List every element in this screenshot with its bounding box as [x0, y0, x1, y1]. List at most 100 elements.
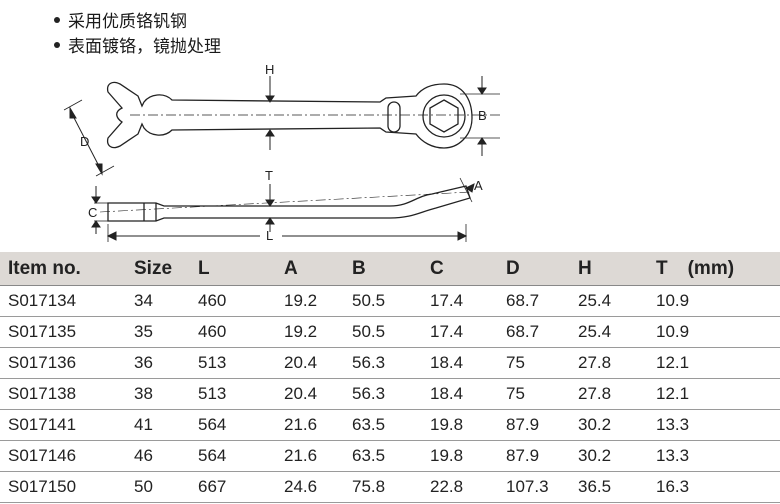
feature-list: 采用优质铬钒钢 表面镀铬，镜抛处理 — [54, 10, 221, 60]
label-d: D — [80, 134, 89, 149]
cell-c: 17.4 — [430, 316, 506, 348]
cell-d: 87.9 — [506, 409, 578, 441]
cell-b: 63.5 — [352, 440, 430, 472]
cell-a: 21.6 — [284, 409, 352, 441]
cell-size: 41 — [134, 409, 198, 441]
cell-l: 667 — [198, 471, 284, 503]
cell-d: 75 — [506, 378, 578, 410]
cell-item-no: S017146 — [0, 440, 134, 472]
cell-t: 13.3 — [656, 440, 780, 472]
cell-size: 50 — [134, 471, 198, 503]
cell-c: 18.4 — [430, 347, 506, 379]
ring-end-circle — [422, 94, 466, 138]
label-c: C — [88, 205, 97, 220]
cell-b: 56.3 — [352, 347, 430, 379]
cell-d: 68.7 — [506, 316, 578, 348]
cell-b: 50.5 — [352, 316, 430, 348]
cell-h: 30.2 — [578, 440, 656, 472]
cell-a: 24.6 — [284, 471, 352, 503]
cell-h: 30.2 — [578, 409, 656, 441]
cell-t: 13.3 — [656, 409, 780, 441]
cell-h: 25.4 — [578, 316, 656, 348]
cell-b: 56.3 — [352, 378, 430, 410]
header-item-no: Item no. — [0, 252, 134, 286]
cell-l: 564 — [198, 440, 284, 472]
cell-d: 107.3 — [506, 471, 578, 503]
label-h: H — [265, 62, 274, 77]
cell-c: 22.8 — [430, 471, 506, 503]
header-c: C — [430, 252, 506, 286]
cell-h: 27.8 — [578, 378, 656, 410]
label-a: A — [474, 178, 483, 193]
cell-size: 38 — [134, 378, 198, 410]
header-a: A — [284, 252, 352, 286]
cell-h: 36.5 — [578, 471, 656, 503]
cell-t: 16.3 — [656, 471, 780, 503]
label-t: T — [265, 168, 273, 183]
cell-b: 50.5 — [352, 285, 430, 317]
cell-l: 513 — [198, 347, 284, 379]
header-h: H — [578, 252, 656, 286]
ring-end-hex — [429, 99, 459, 133]
cell-l: 564 — [198, 409, 284, 441]
cell-d: 75 — [506, 347, 578, 379]
cell-item-no: S017138 — [0, 378, 134, 410]
cell-a: 21.6 — [284, 440, 352, 472]
cell-item-no: S017150 — [0, 471, 134, 503]
cell-a: 20.4 — [284, 378, 352, 410]
cell-h: 27.8 — [578, 347, 656, 379]
label-l: L — [266, 228, 273, 243]
cell-t: 12.1 — [656, 347, 780, 379]
cell-size: 35 — [134, 316, 198, 348]
cell-size: 36 — [134, 347, 198, 379]
feature-item: 表面镀铬，镜抛处理 — [54, 35, 221, 60]
cell-size: 46 — [134, 440, 198, 472]
cell-b: 75.8 — [352, 471, 430, 503]
bullet-dot-icon — [54, 42, 60, 48]
cell-l: 513 — [198, 378, 284, 410]
cell-c: 17.4 — [430, 285, 506, 317]
table-header-row: Item no. Size L A B C D H T (mm) — [0, 252, 780, 286]
cell-h: 25.4 — [578, 285, 656, 317]
header-t: T (mm) — [656, 252, 780, 286]
cell-d: 68.7 — [506, 285, 578, 317]
unit-label: (mm) — [687, 257, 735, 279]
cell-a: 19.2 — [284, 316, 352, 348]
bullet-dot-icon — [54, 17, 60, 23]
cell-size: 34 — [134, 285, 198, 317]
cell-c: 19.8 — [430, 440, 506, 472]
header-t-label: T — [656, 257, 668, 279]
header-size: Size — [134, 252, 198, 286]
cell-item-no: S017141 — [0, 409, 134, 441]
label-b: B — [478, 108, 487, 123]
cell-item-no: S017134 — [0, 285, 134, 317]
cell-a: 19.2 — [284, 285, 352, 317]
cell-t: 12.1 — [656, 378, 780, 410]
cell-c: 18.4 — [430, 378, 506, 410]
cell-l: 460 — [198, 285, 284, 317]
open-end-head — [106, 81, 473, 149]
header-d: D — [506, 252, 578, 286]
cell-b: 63.5 — [352, 409, 430, 441]
feature-text: 采用优质铬钒钢 — [68, 12, 187, 32]
feature-item: 采用优质铬钒钢 — [54, 10, 221, 35]
cell-item-no: S017136 — [0, 347, 134, 379]
cell-l: 460 — [198, 316, 284, 348]
cell-t: 10.9 — [656, 316, 780, 348]
cell-c: 19.8 — [430, 409, 506, 441]
cell-a: 20.4 — [284, 347, 352, 379]
wrench-diagram: H B D T C A L — [63, 62, 500, 243]
cell-item-no: S017135 — [0, 316, 134, 348]
header-l: L — [198, 252, 284, 286]
cell-d: 87.9 — [506, 440, 578, 472]
header-b: B — [352, 252, 430, 286]
